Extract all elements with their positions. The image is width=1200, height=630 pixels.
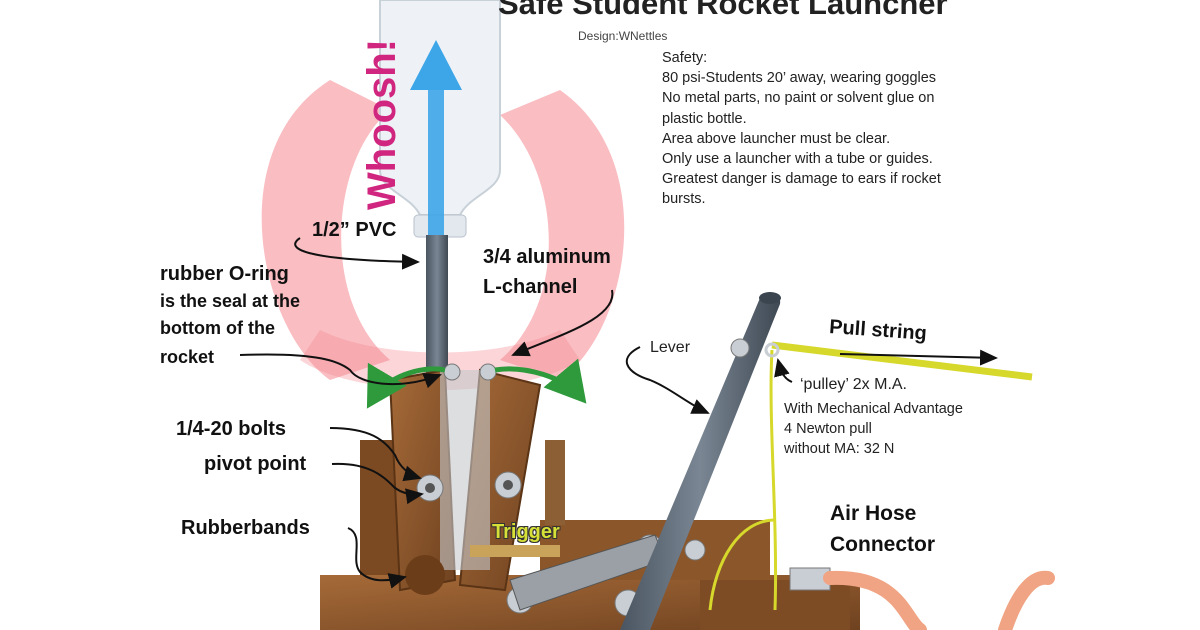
oring-label-3: bottom of the	[160, 318, 275, 338]
whoosh-label: Whoosh!	[360, 38, 404, 210]
pull-string	[708, 341, 1033, 611]
lever-pipe	[620, 292, 781, 630]
wooden-launcher	[320, 368, 860, 630]
ma-label-2: 4 Newton pull	[784, 421, 872, 437]
air-hose-label-2: Connector	[830, 533, 935, 556]
launch-arrow	[410, 40, 462, 245]
safety-line: No metal parts, no paint or solvent glue…	[662, 90, 935, 107]
safety-line: Only use a launcher with a tube or guide…	[662, 151, 933, 168]
pivot-label: pivot point	[204, 453, 307, 475]
aluminum-label-1: 3/4 aluminum	[483, 246, 611, 268]
pvc-tube	[426, 235, 448, 375]
safety-notes: Safety: 80 psi-Students 20’ away, wearin…	[662, 48, 941, 210]
air-hose-label-1: Air Hose	[830, 502, 917, 525]
oring-label-4: rocket	[160, 347, 215, 367]
aluminum-label-2: L-channel	[483, 276, 578, 298]
lever-label: Lever	[650, 339, 691, 356]
safety-line: bursts.	[662, 191, 706, 208]
safety-line: plastic bottle.	[662, 110, 747, 127]
safety-line: Safety:	[662, 50, 708, 66]
page-title: Safe Student Rocket Launcher	[498, 0, 948, 21]
leader-lines	[239, 237, 998, 589]
design-credit: Design:WNettles	[578, 29, 668, 43]
bolts-label: 1/4-20 bolts	[176, 418, 287, 440]
ma-label-1: With Mechanical Advantage	[784, 401, 963, 417]
swing-arrows	[366, 358, 587, 409]
rubberbands-label: Rubberbands	[181, 517, 310, 539]
ma-label-3: without MA: 32 N	[784, 441, 895, 457]
safety-line: Greatest danger is damage to ears if roc…	[662, 171, 941, 188]
lever-top	[759, 292, 781, 304]
oring-label-1: rubber O-ring	[160, 263, 289, 285]
pvc-label: 1/2” PVC	[312, 219, 397, 241]
pulley-label: ‘pulley’ 2x M.A.	[800, 376, 907, 393]
air-hose	[789, 567, 1055, 630]
safety-line: Area above launcher must be clear.	[662, 130, 891, 147]
trigger-label: Trigger	[492, 521, 560, 543]
oring-label-2: is the seal at the	[160, 291, 301, 311]
safety-line: 80 psi-Students 20’ away, wearing goggle…	[662, 70, 937, 87]
